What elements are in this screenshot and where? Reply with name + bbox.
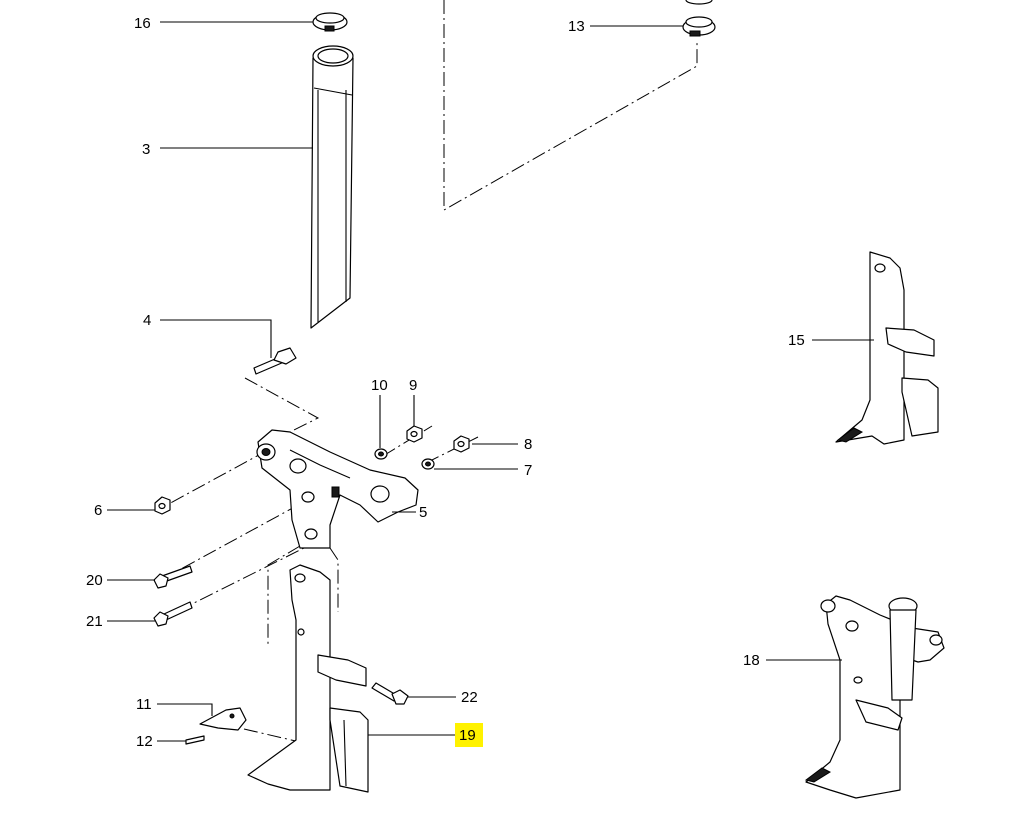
point-11 bbox=[199, 707, 247, 731]
callout-13[interactable]: 13 bbox=[568, 18, 585, 35]
nut-9 bbox=[406, 425, 423, 443]
callout-19[interactable]: 19 bbox=[459, 727, 476, 744]
callout-8[interactable]: 8 bbox=[524, 436, 532, 453]
washer-7 bbox=[421, 458, 435, 470]
shank-assembly-18 bbox=[804, 595, 945, 799]
bolt-21 bbox=[153, 601, 193, 627]
main-bracket-5 bbox=[256, 429, 419, 549]
hose-clamp-13 bbox=[682, 0, 716, 37]
hose-clamp-16 bbox=[312, 12, 348, 32]
callout-16[interactable]: 16 bbox=[134, 15, 151, 32]
callout-10[interactable]: 10 bbox=[371, 377, 388, 394]
assembly-guide-lines bbox=[164, 0, 698, 743]
callout-19-highlight bbox=[455, 723, 483, 747]
leader-lines bbox=[107, 21, 874, 742]
callout-18[interactable]: 18 bbox=[743, 652, 760, 669]
nut-8 bbox=[453, 435, 470, 453]
callout-22[interactable]: 22 bbox=[461, 689, 478, 706]
callout-20[interactable]: 20 bbox=[86, 572, 103, 589]
callouts: 16 13 3 15 4 10 9 8 7 6 5 20 21 18 22 11… bbox=[86, 15, 805, 750]
callout-3[interactable]: 3 bbox=[142, 141, 150, 158]
callout-21[interactable]: 21 bbox=[86, 613, 103, 630]
nut-6 bbox=[154, 496, 171, 515]
shank-19 bbox=[247, 564, 369, 793]
shank-assembly-15 bbox=[835, 251, 939, 445]
callout-11[interactable]: 11 bbox=[136, 696, 152, 713]
callout-9[interactable]: 9 bbox=[409, 377, 417, 394]
washer-10 bbox=[374, 448, 388, 460]
bolt-20 bbox=[153, 565, 193, 589]
bolt-4 bbox=[253, 347, 297, 375]
callout-12[interactable]: 12 bbox=[136, 733, 153, 750]
callout-15[interactable]: 15 bbox=[788, 332, 805, 349]
callout-5[interactable]: 5 bbox=[419, 504, 427, 521]
callout-6[interactable]: 6 bbox=[94, 502, 102, 519]
pin-12 bbox=[185, 735, 205, 745]
bolt-22 bbox=[371, 682, 409, 705]
callout-4[interactable]: 4 bbox=[143, 312, 151, 329]
callout-7[interactable]: 7 bbox=[524, 462, 532, 479]
seed-tube-3 bbox=[310, 45, 354, 329]
